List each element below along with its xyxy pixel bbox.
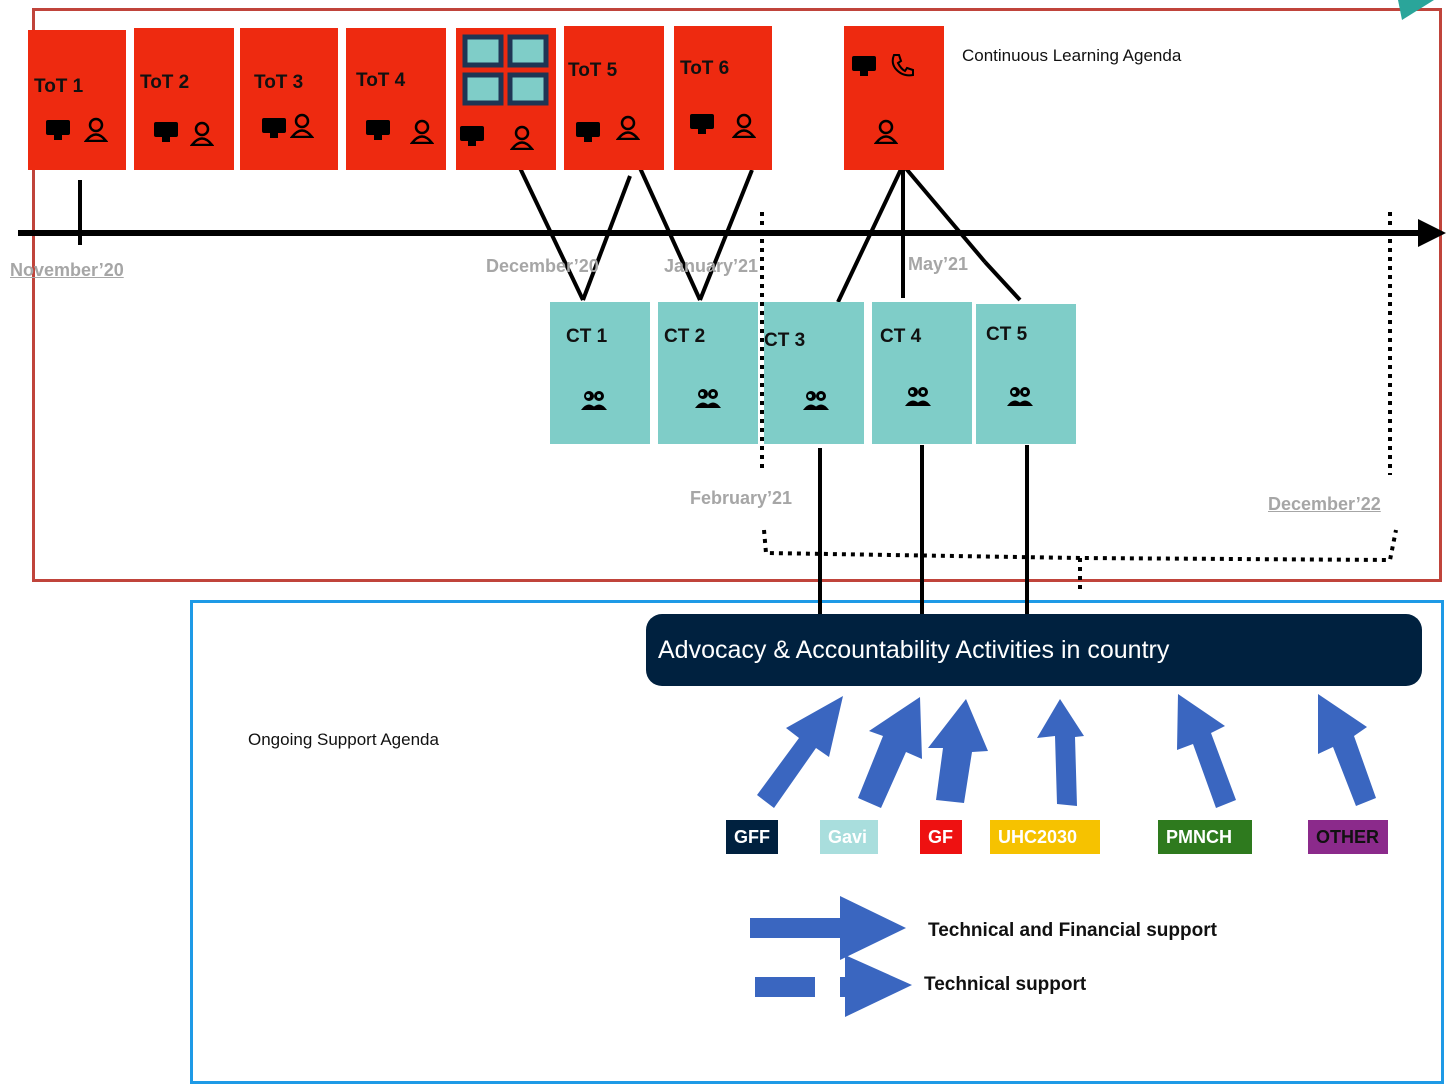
partner-uhc2030: UHC2030	[990, 820, 1100, 854]
support-arrow-uhc2030	[1037, 699, 1084, 806]
partner-label: OTHER	[1316, 827, 1379, 847]
ct-label: CT 1	[566, 326, 608, 347]
legend-technical: Technical support	[924, 974, 1087, 995]
legend-dashed-shaft-1	[755, 977, 815, 997]
tot-box-video	[456, 28, 556, 170]
person-icon	[732, 112, 756, 138]
monitor-icon	[850, 54, 878, 78]
connector	[836, 164, 905, 303]
ct-label: CT 3	[764, 330, 806, 351]
partner-other: OTHER	[1308, 820, 1388, 854]
date-may-21: May’21	[908, 254, 969, 274]
support-arrows	[757, 694, 1376, 808]
support-agenda-frame	[190, 600, 1444, 1084]
tot-label: ToT 2	[140, 72, 190, 93]
tot-label: ToT 1	[34, 76, 84, 97]
connector	[638, 167, 702, 301]
date-january-21: January’21	[664, 256, 759, 276]
learning-agenda-label: Continuous Learning Agenda	[962, 46, 1182, 65]
tot-label: ToT 5	[568, 60, 618, 81]
group-icon	[802, 388, 830, 412]
partner-label: UHC2030	[998, 827, 1078, 847]
support-arrow-gf	[928, 699, 988, 803]
ct-label: CT 4	[880, 326, 922, 347]
timeline-arrowhead	[1418, 219, 1446, 247]
ct-box-1: CT 1	[550, 302, 650, 444]
person-icon	[84, 116, 108, 142]
tot-box-4: ToT 4	[346, 28, 446, 170]
tot-label: ToT 3	[254, 72, 304, 93]
group-icon	[580, 388, 608, 412]
ct-box-5: CT 5	[976, 304, 1076, 444]
learning-agenda-frame	[32, 8, 1442, 582]
partner-label: Gavi	[828, 827, 868, 847]
legend-solid-head	[840, 896, 906, 960]
partner-gff: GFF	[726, 820, 778, 854]
phone-icon	[888, 52, 914, 78]
partner-gavi: Gavi	[820, 820, 878, 854]
advocacy-activities-box: Advocacy & Accountability Activities in …	[646, 614, 1422, 686]
date-december-20: December’20	[486, 256, 599, 276]
connector	[901, 163, 987, 264]
legend-dashed-head	[845, 955, 912, 1017]
legend-technical-financial: Technical and Financial support	[928, 920, 1217, 941]
person-icon	[190, 120, 214, 146]
ct-box-3: CT 3	[764, 302, 864, 444]
person-icon	[510, 124, 534, 150]
tot-label: ToT 4	[356, 70, 406, 91]
support-arrow-other	[1318, 694, 1376, 806]
monitor-icon	[574, 120, 602, 144]
tot-box-continuous	[844, 26, 944, 170]
support-arrow-pmnch	[1177, 694, 1236, 808]
person-icon	[410, 118, 434, 144]
partner-label: PMNCH	[1166, 827, 1232, 847]
legend-solid-shaft	[750, 918, 850, 938]
person-icon	[616, 114, 640, 140]
corner-decoration	[1398, 0, 1434, 20]
tot-label: ToT 6	[680, 58, 730, 79]
date-december-22: December’22	[1268, 494, 1381, 514]
ct-label: CT 2	[664, 326, 706, 347]
connector	[698, 169, 754, 301]
monitor-icon	[688, 112, 716, 136]
group-icon	[1006, 384, 1034, 408]
partner-pmnch: PMNCH	[1158, 820, 1252, 854]
monitor-icon	[152, 120, 180, 144]
legend-arrows	[750, 896, 912, 1017]
date-february-21: February’21	[690, 488, 793, 508]
tot-box-3: ToT 3	[240, 28, 338, 170]
monitor-icon	[364, 118, 392, 142]
connector	[518, 167, 585, 301]
monitor-icon	[458, 124, 486, 148]
ct-box-2: CT 2	[658, 302, 758, 444]
partner-label: GFF	[734, 827, 770, 847]
tot-box-6: ToT 6	[674, 26, 772, 170]
period-bracket	[762, 529, 1398, 563]
person-icon	[874, 118, 898, 144]
support-arrow-gavi	[858, 697, 922, 808]
ct-label: CT 5	[986, 324, 1028, 345]
tot-box-1: ToT 1	[28, 30, 126, 170]
connector	[581, 175, 632, 301]
support-arrow-gff	[757, 696, 843, 808]
partner-gf: GF	[920, 820, 962, 854]
tot-box-2: ToT 2	[134, 28, 234, 170]
monitor-icon	[260, 116, 288, 140]
group-icon	[904, 384, 932, 408]
partner-label: GF	[928, 827, 953, 847]
date-november-20: November’20	[10, 260, 124, 280]
connector	[983, 260, 1022, 302]
ct-box-4: CT 4	[872, 302, 972, 444]
tot-box-5: ToT 5	[564, 26, 664, 170]
monitor-icon	[44, 118, 72, 142]
video-grid-icon	[460, 32, 552, 108]
support-agenda-label: Ongoing Support Agenda	[248, 730, 439, 749]
person-icon	[290, 112, 314, 138]
group-icon	[694, 386, 722, 410]
